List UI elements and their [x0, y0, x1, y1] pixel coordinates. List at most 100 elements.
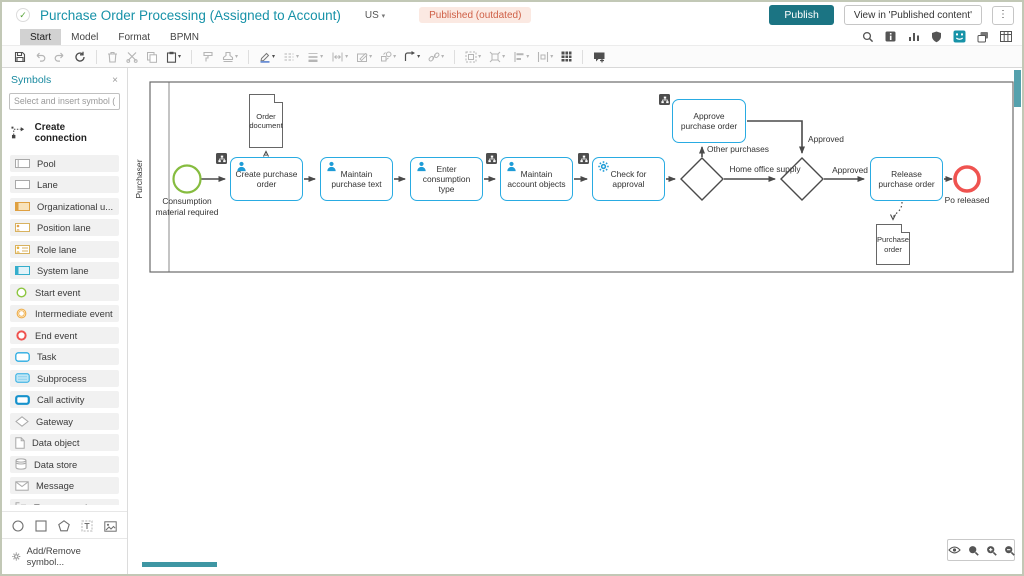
diagram-connectors — [149, 81, 1014, 273]
image-shape-icon[interactable] — [104, 520, 117, 532]
symbol-item-intermediate-event[interactable]: Intermediate event — [10, 305, 119, 322]
symbol-item-start-event[interactable]: Start event — [10, 283, 119, 301]
intermediate-event-icon — [16, 308, 27, 319]
symbol-item-org-unit[interactable]: Organizational u... — [10, 197, 119, 215]
symbol-item-data-store[interactable]: Data store — [10, 455, 119, 473]
end-event[interactable] — [953, 165, 981, 193]
user-icon — [236, 161, 247, 174]
align-icon[interactable]: ▾ — [511, 48, 531, 65]
org-chart-badge-icon[interactable] — [578, 153, 589, 164]
gateway-exclusive-2[interactable] — [780, 157, 824, 201]
horizontal-scrollbar-thumb[interactable] — [142, 562, 217, 567]
line-color-icon[interactable]: ▾ — [257, 48, 277, 65]
saved-check-icon: ✓ — [16, 8, 30, 22]
locale-selector[interactable]: US ▾ — [364, 9, 386, 21]
symbol-item-pool[interactable]: Pool — [10, 154, 119, 172]
connector-type-icon[interactable]: ▾ — [402, 48, 422, 65]
view-published-button[interactable]: View in 'Published content' — [843, 5, 982, 25]
replace-shape-icon[interactable]: ▾ — [378, 48, 398, 65]
diagram-canvas[interactable]: Purchaser Create purchase order Maintain… — [129, 68, 1022, 574]
close-icon[interactable]: × — [112, 74, 118, 86]
org-chart-badge-icon[interactable] — [486, 153, 497, 164]
redo-icon[interactable] — [52, 48, 68, 65]
distribute-icon[interactable]: ▾ — [535, 48, 555, 65]
group-icon[interactable]: ▾ — [463, 48, 483, 65]
tab-bpmn[interactable]: BPMN — [170, 31, 199, 43]
symbol-search-input[interactable] — [9, 92, 120, 110]
zoom-in-icon[interactable] — [986, 545, 997, 556]
task-maintain-account-objects[interactable]: Maintain account objects — [500, 157, 573, 201]
tab-format[interactable]: Format — [118, 31, 151, 43]
validation-shield-icon[interactable] — [930, 30, 943, 43]
task-enter-consumption-type[interactable]: Enter consumption type — [410, 157, 483, 201]
data-object-purchase-order[interactable]: Purchase order — [876, 224, 910, 265]
zoom-reset-icon[interactable] — [968, 545, 979, 556]
data-object-order-document[interactable]: Order document — [249, 94, 283, 148]
org-chart-badge-icon[interactable] — [659, 94, 670, 105]
task-check-for-approval[interactable]: Check for approval — [592, 157, 665, 201]
link-icon[interactable]: ▾ — [426, 48, 446, 65]
circle-shape-icon[interactable] — [12, 520, 24, 532]
text-box-shape-icon[interactable] — [81, 520, 93, 532]
spacing-icon[interactable]: ▾ — [329, 48, 350, 65]
symbol-item-system-lane[interactable]: System lane — [10, 262, 119, 279]
overview-eye-icon[interactable] — [947, 545, 961, 555]
undo-icon[interactable] — [32, 48, 48, 65]
task-create-purchase-order[interactable]: Create purchase order — [230, 157, 303, 201]
search-icon[interactable] — [861, 30, 874, 43]
gear-icon — [598, 161, 609, 174]
create-connection-button[interactable]: Create connection — [2, 115, 127, 153]
task-release-purchase-order[interactable]: Release purchase order — [870, 157, 943, 201]
symbol-item-position-lane[interactable]: Position lane — [10, 219, 119, 236]
end-event-label: Po released — [944, 195, 990, 205]
tab-start[interactable]: Start — [20, 29, 62, 45]
overflow-menu-button[interactable]: ⋮ — [992, 5, 1014, 25]
line-style-icon[interactable]: ▾ — [281, 48, 301, 65]
start-event-icon — [16, 286, 27, 298]
collaboration-icon-active[interactable] — [953, 30, 966, 43]
tab-model[interactable]: Model — [71, 31, 99, 43]
call-activity-icon — [15, 394, 30, 405]
symbol-item-call-activity[interactable]: Call activity — [10, 391, 119, 408]
zoom-out-icon[interactable] — [1004, 545, 1015, 556]
grid-snap-icon[interactable] — [559, 48, 574, 65]
delete-icon[interactable] — [105, 48, 120, 65]
add-comment-icon[interactable] — [591, 48, 608, 65]
gateway-exclusive-1[interactable] — [680, 157, 724, 201]
table-icon[interactable] — [999, 30, 1012, 43]
pentagon-shape-icon[interactable] — [58, 520, 70, 532]
publish-button[interactable]: Publish — [769, 5, 834, 25]
line-width-icon[interactable]: ▾ — [308, 52, 324, 62]
start-event[interactable] — [172, 164, 202, 194]
task-approve-purchase-order[interactable]: Approve purchase order — [672, 99, 746, 143]
copy-icon[interactable] — [144, 48, 160, 65]
symbol-item-lane[interactable]: Lane — [10, 176, 119, 193]
vertical-scrollbar-thumb[interactable] — [1014, 70, 1021, 107]
symbol-item-gateway[interactable]: Gateway — [10, 412, 119, 430]
format-painter-icon[interactable] — [200, 48, 216, 65]
resize-icon[interactable]: ▾ — [487, 48, 507, 65]
square-shape-icon[interactable] — [35, 520, 47, 532]
symbol-item-data-object[interactable]: Data object — [10, 434, 119, 451]
symbol-item-end-event[interactable]: End event — [10, 326, 119, 344]
statistics-icon[interactable] — [907, 30, 920, 43]
symbol-item-subprocess[interactable]: Subprocess — [10, 369, 119, 387]
save-icon[interactable] — [12, 48, 28, 65]
org-chart-badge-icon[interactable] — [216, 153, 227, 164]
symbol-item-text-annotation[interactable]: Text annotation — [10, 498, 119, 505]
duplicate-icon[interactable] — [976, 30, 989, 43]
user-icon — [326, 161, 337, 174]
edit-icon[interactable]: ▾ — [354, 48, 374, 65]
symbol-item-task[interactable]: Task — [10, 348, 119, 365]
symbol-item-message[interactable]: Message — [10, 477, 119, 494]
task-maintain-purchase-text[interactable]: Maintain purchase text — [320, 157, 393, 201]
info-icon[interactable] — [884, 30, 897, 43]
menu-tabs: Start Model Format BPMN — [2, 28, 1022, 45]
symbol-item-role-lane[interactable]: Role lane — [10, 240, 119, 258]
role-lane-icon — [15, 244, 30, 254]
stamp-icon[interactable]: ▾ — [220, 48, 240, 65]
add-remove-symbols-button[interactable]: Add/Remove symbol... — [2, 538, 127, 574]
paste-icon[interactable]: ▾ — [164, 48, 183, 65]
refresh-icon[interactable] — [72, 48, 88, 65]
cut-icon[interactable] — [124, 48, 140, 65]
